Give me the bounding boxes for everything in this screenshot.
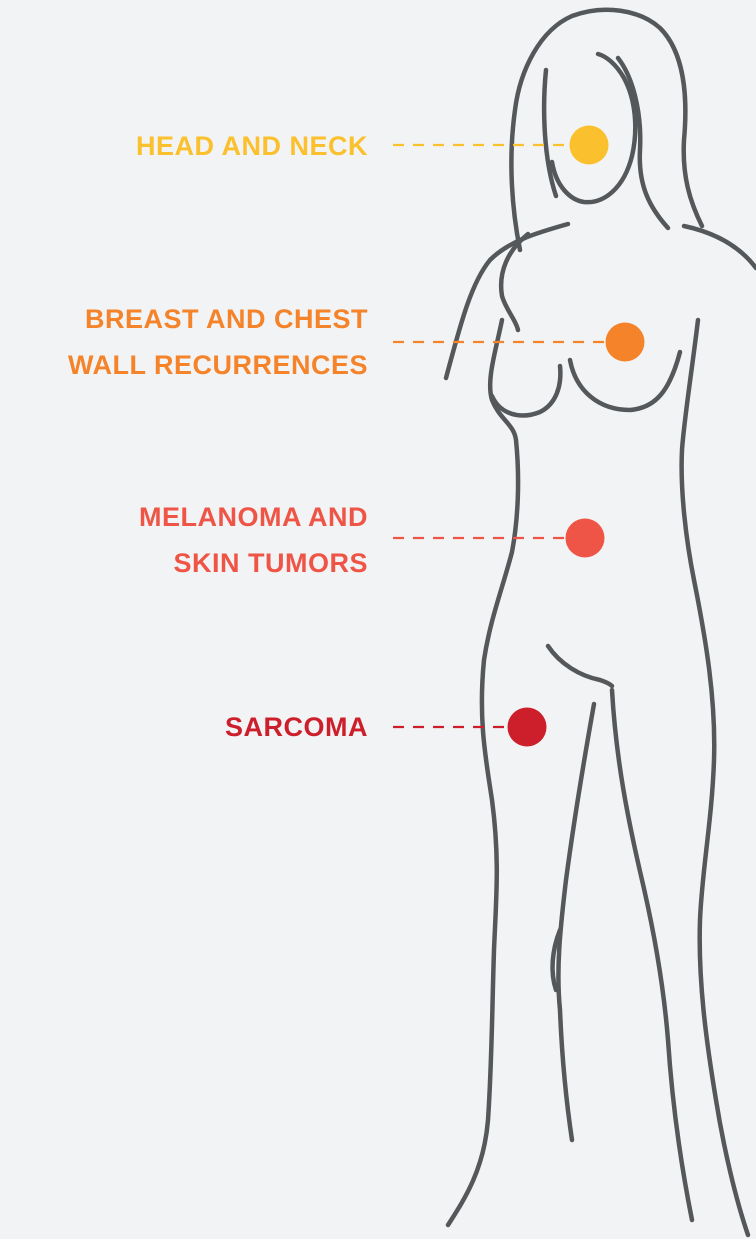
leader-lines [393, 145, 606, 727]
head-and-neck-label-line1: HEAD AND NECK [136, 123, 368, 169]
breast-and-chest-label: BREAST AND CHEST WALL RECURRENCES [68, 296, 368, 388]
melanoma-label-line1: MELANOMA AND [139, 494, 368, 540]
breast-and-chest-label-line1: BREAST AND CHEST [68, 296, 368, 342]
melanoma-label-line2: SKIN TUMORS [139, 540, 368, 586]
thigh-marker-dot-icon [508, 708, 547, 747]
breast-and-chest-label-line2: WALL RECURRENCES [68, 342, 368, 388]
breast-marker-dot-icon [606, 323, 645, 362]
head-marker-dot-icon [570, 126, 609, 165]
melanoma-label: MELANOMA AND SKIN TUMORS [139, 494, 368, 586]
sarcoma-label-line1: SARCOMA [225, 704, 368, 750]
head-and-neck-label: HEAD AND NECK [136, 123, 368, 169]
female-body-outline-icon [446, 10, 756, 1235]
torso-marker-dot-icon [566, 519, 605, 558]
sarcoma-label: SARCOMA [225, 704, 368, 750]
